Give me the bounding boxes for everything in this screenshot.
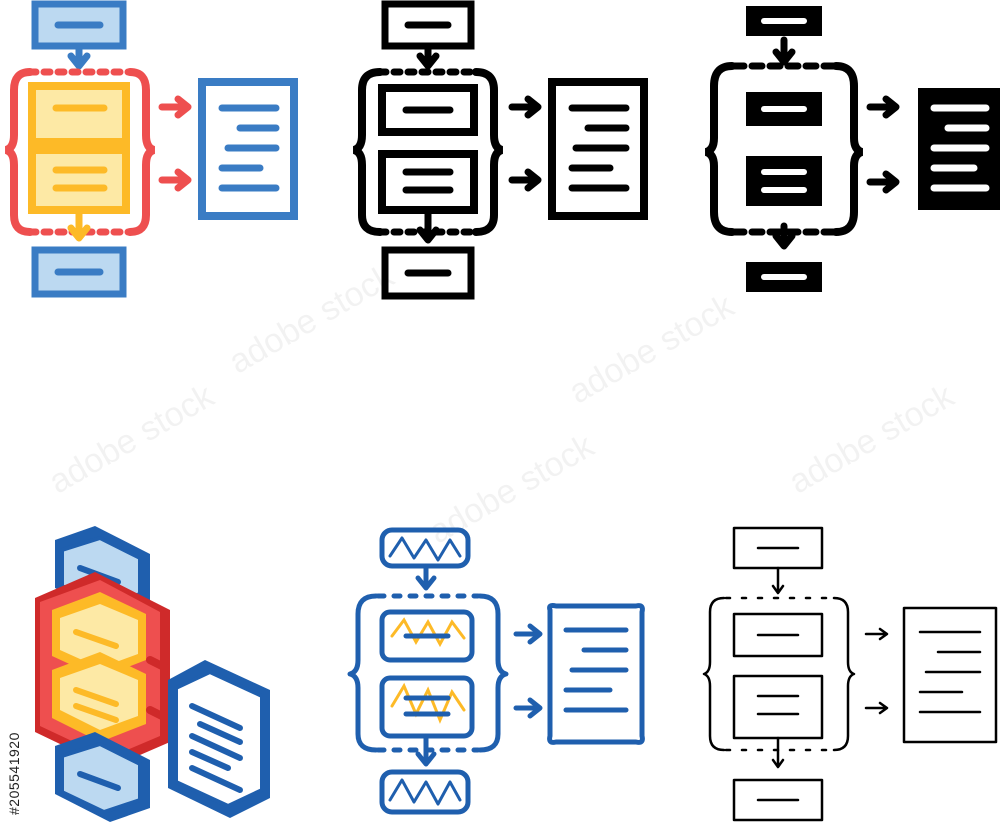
flowchart-color-outline-icon — [0, 0, 320, 310]
watermark: adobe stock — [782, 376, 961, 502]
flowchart-sketch-icon — [340, 510, 660, 825]
flowchart-black-outline-icon — [340, 0, 660, 310]
watermark: adobe stock — [42, 376, 221, 502]
flowchart-dashed-glyph-icon — [690, 0, 1000, 310]
flowchart-thin-line-icon — [690, 510, 1000, 825]
flowchart-isometric-icon — [0, 510, 300, 825]
stock-id-label: #205541920 — [6, 732, 22, 815]
